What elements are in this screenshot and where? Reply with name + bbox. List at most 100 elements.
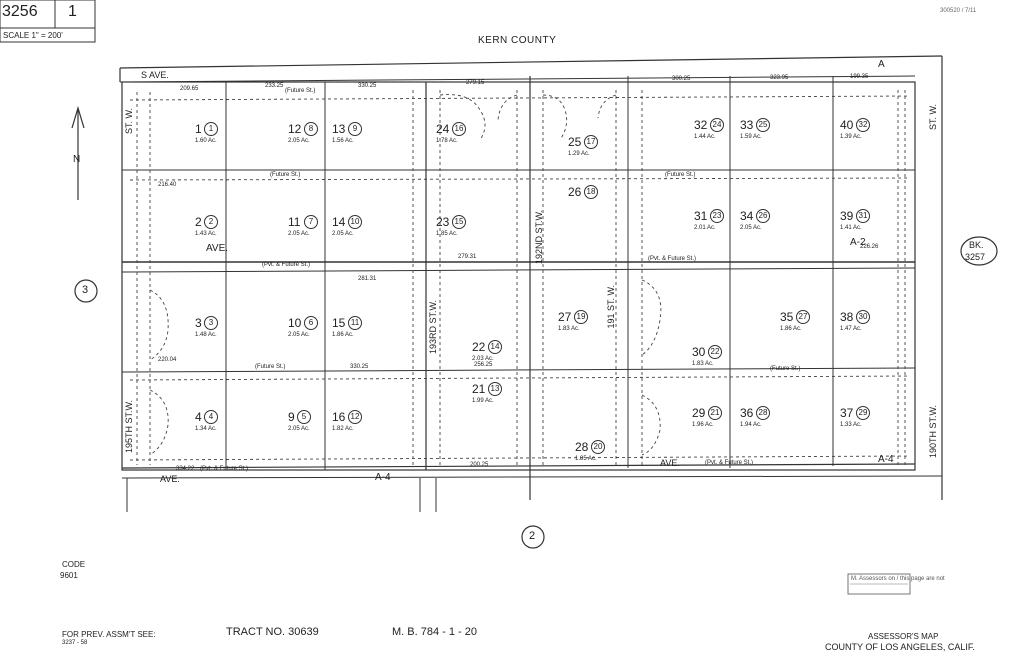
parcel-number: 40 (840, 118, 854, 132)
parcel-acres: 2.05 Ac. (288, 138, 310, 144)
block-a2-label: A-2 (850, 237, 866, 248)
lot-number-circle: 30 (856, 310, 870, 324)
header-stamp: 300520 / 7/11 (940, 8, 977, 14)
parcel-number: 38 (840, 310, 854, 324)
dim-label: 226.26 (860, 244, 879, 250)
lot-number-circle: 17 (584, 135, 598, 149)
street-top-ave: S AVE. (141, 70, 169, 80)
dim-label: 199.35 (850, 74, 869, 80)
dim-label: 200.25 (470, 462, 489, 468)
lot-number-circle: 32 (856, 118, 870, 132)
parcel-acres: 1.43 Ac. (195, 231, 217, 237)
street-192nd: 192ND ST.W. (534, 210, 544, 265)
lot-number-circle: 8 (304, 122, 318, 136)
street-193rd: 193RD ST.W. (428, 300, 438, 355)
parcel-acres: 1.33 Ac. (840, 422, 862, 428)
parcel-number: 23 (436, 215, 450, 229)
lot-number-circle: 24 (710, 118, 724, 132)
parcel-acres: 1.83 Ac. (558, 326, 580, 332)
dim-label: 216.40 (158, 182, 177, 188)
future-st-3: (Future St.) (665, 172, 696, 178)
parcel-acres: 2.05 Ac. (288, 426, 310, 432)
parcel-number: 10 (288, 316, 302, 330)
parcel-acres: 1.78 Ac. (436, 138, 458, 144)
dim-label: 279.31 (458, 254, 477, 260)
dim-label: 334.22 (176, 466, 195, 472)
parcel-number: 9 (288, 410, 295, 424)
lot-number-circle: 13 (488, 382, 502, 396)
parcel-number: 28 (575, 440, 589, 454)
lot-number-circle: 29 (856, 406, 870, 420)
sheet-ref-right-num[interactable]: 3257 (965, 252, 986, 262)
dim-label: 281.31 (358, 276, 377, 282)
lot-number-circle: 11 (348, 316, 362, 330)
code-label: CODE (62, 560, 86, 569)
parcel-number: 31 (694, 209, 708, 223)
future-st-2: (Future St.) (270, 172, 301, 178)
parcel-number: 29 (692, 406, 706, 420)
dim-label: 330.25 (358, 83, 377, 89)
parcel-number: 33 (740, 118, 754, 132)
lot-number-circle: 1 (204, 122, 218, 136)
lot-number-circle: 2 (204, 215, 218, 229)
parcel-number: 13 (332, 122, 346, 136)
dim-label: 220.04 (158, 357, 177, 363)
parcel-acres: 1.41 Ac. (840, 225, 862, 231)
dim-label: 256.25 (474, 362, 493, 368)
code-value: 9601 (60, 571, 78, 580)
parcel-acres: 2.05 Ac. (288, 332, 310, 338)
lot-number-circle: 5 (297, 410, 311, 424)
pvt-future-st-1: (Pvt. & Future St.) (262, 262, 311, 268)
parcel-number: 14 (332, 215, 346, 229)
parcel-number: 26 (568, 185, 582, 199)
parcel-acres: 1.86 Ac. (780, 326, 802, 332)
parcel-acres: 1.48 Ac. (195, 332, 217, 338)
lot-number-circle: 25 (756, 118, 770, 132)
parcel-acres: 1.94 Ac. (740, 422, 762, 428)
parcel-acres: 1.86 Ac. (332, 332, 354, 338)
stamp-small: M. Assessors on / this page are not (851, 576, 945, 582)
parcel-number: 11 (288, 215, 301, 229)
lot-number-circle: 3 (204, 316, 218, 330)
parcel-acres: 1.85 Ac. (575, 456, 597, 462)
street-190th: 190TH ST.W. (928, 405, 938, 459)
parcel-acres: 1.82 Ac. (332, 426, 354, 432)
parcel-number: 16 (332, 410, 346, 424)
parcel-acres: 1.56 Ac. (332, 138, 354, 144)
parcel-number: 21 (472, 382, 486, 396)
sheet-ref-left[interactable]: 3 (82, 284, 89, 296)
parcel-number: 39 (840, 209, 854, 223)
parcel-number: 34 (740, 209, 754, 223)
block-a4-right-label: A-4 (878, 454, 894, 465)
parcel-acres: 1.83 Ac. (692, 361, 714, 367)
scale-label: SCALE 1" = 200' (3, 31, 63, 40)
parcel-number: 24 (436, 122, 450, 136)
parcel-number: 32 (694, 118, 708, 132)
parcel-number: 25 (568, 135, 582, 149)
parcel-number: 1 (195, 122, 202, 136)
lot-number-circle: 20 (591, 440, 605, 454)
parcel-number: 37 (840, 406, 854, 420)
parcel-acres: 1.29 Ac. (568, 151, 590, 157)
parcel-number: 36 (740, 406, 754, 420)
lot-number-circle: 28 (756, 406, 770, 420)
county-label: COUNTY OF LOS ANGELES, CALIF. (825, 642, 975, 652)
future-st-5: (Future St.) (770, 366, 801, 372)
lot-number-circle: 15 (452, 215, 466, 229)
parcel-acres: 1.85 Ac. (436, 231, 458, 237)
parcel-number: 12 (288, 122, 302, 136)
parcel-acres: 1.99 Ac. (472, 398, 494, 404)
parcel-number: 15 (332, 316, 346, 330)
sheet-ref-right-label[interactable]: BK. (969, 240, 984, 250)
street-191st: 191 ST. W. (606, 285, 616, 329)
map-book-ref: M. B. 784 - 1 - 20 (392, 626, 477, 638)
lot-number-circle: 9 (348, 122, 362, 136)
street-bottom-ave-right: AVE. (660, 458, 680, 468)
dim-label: 300.25 (672, 76, 691, 82)
parcel-number: 3 (195, 316, 202, 330)
book-number: 3256 (2, 3, 38, 20)
block-a4-left-label: A-4 (375, 472, 391, 483)
lot-number-circle: 7 (304, 215, 318, 229)
dim-label: 323.95 (770, 75, 789, 81)
sheet-ref-bottom[interactable]: 2 (529, 530, 536, 542)
